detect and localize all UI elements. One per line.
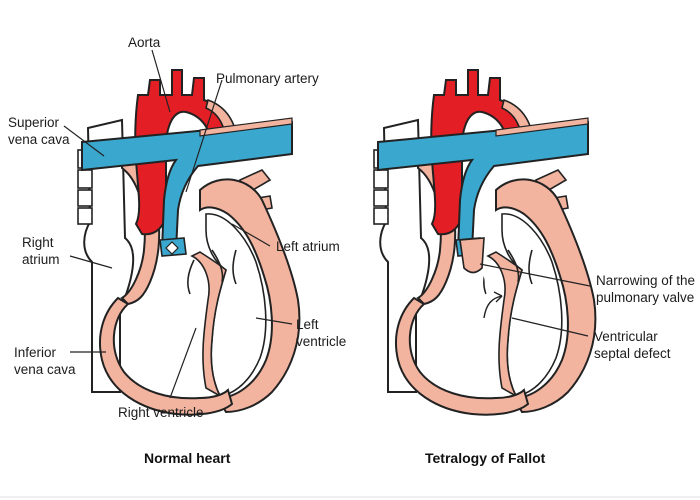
label-right-ventricle: Right ventricle: [118, 405, 204, 420]
flow-arrow: [483, 295, 503, 319]
label-right-atrium: Right atrium: [22, 235, 60, 267]
label-pulmonary-valve-narrowing: Narrowing of the pulmonary valve: [596, 273, 696, 305]
label-pulmonary-artery: Pulmonary artery: [216, 71, 319, 86]
caption-tetralogy-of-fallot: Tetralogy of Fallot: [425, 450, 546, 466]
normal-heart-illustration: [77, 69, 301, 416]
caption-normal-heart: Normal heart: [144, 450, 231, 466]
label-left-ventricle: Left ventricle: [296, 317, 347, 349]
fallot-heart-illustration: [373, 69, 597, 416]
leader-lines-normal: [63, 49, 293, 399]
label-ventricular-septal-defect: Ventricular septal defect: [594, 329, 671, 361]
label-inferior-vena-cava: Inferior vena cava: [14, 345, 76, 377]
label-left-atrium: Left atrium: [276, 239, 340, 254]
narrowed-valve: [459, 237, 485, 274]
septal-defect-gap: [478, 258, 502, 306]
label-superior-vena-cava: Superior vena cava: [8, 115, 70, 147]
label-aorta: Aorta: [128, 35, 161, 50]
leader-lines-fallot: [479, 263, 591, 337]
